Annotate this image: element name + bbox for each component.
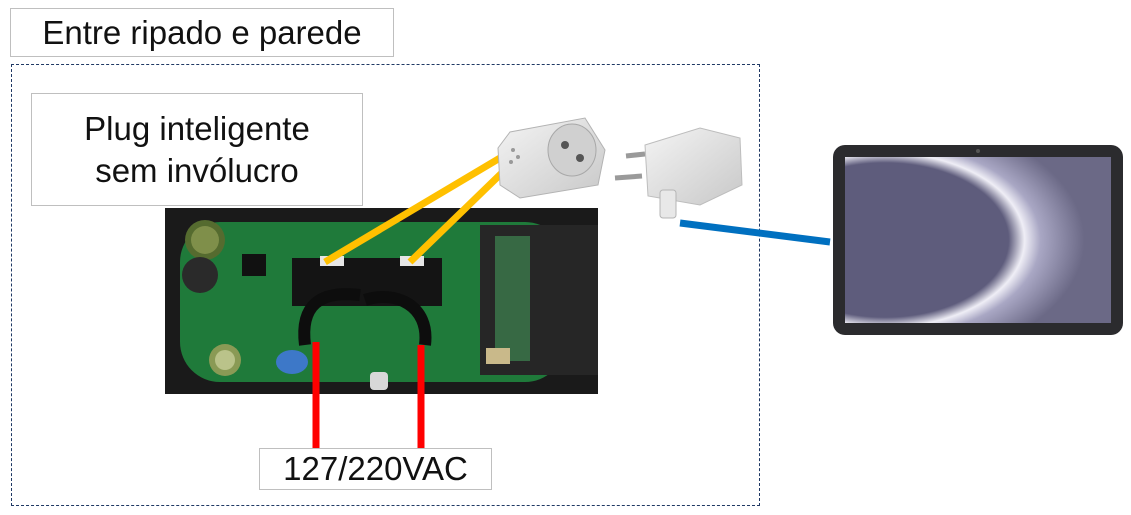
tablet-icon bbox=[833, 145, 1123, 335]
pcb-board-image bbox=[165, 208, 598, 394]
plug-label-line2: sem invólucro bbox=[95, 151, 299, 189]
diagram-title: Entre ripado e parede bbox=[10, 8, 394, 57]
wall-region-border bbox=[11, 64, 760, 506]
usb-cable bbox=[679, 219, 831, 246]
socket-adapter-icon bbox=[497, 117, 606, 199]
plug-label: Plug inteligente sem invólucro bbox=[31, 93, 363, 206]
voltage-label: 127/220VAC bbox=[259, 448, 492, 490]
socket-wires bbox=[323, 151, 513, 266]
diagram-title-text: Entre ripado e parede bbox=[42, 13, 362, 51]
voltage-label-text: 127/220VAC bbox=[283, 450, 468, 487]
usb-charger-icon bbox=[614, 127, 743, 219]
ac-input-wires bbox=[312, 342, 425, 448]
plug-label-line1: Plug inteligente bbox=[84, 109, 310, 147]
